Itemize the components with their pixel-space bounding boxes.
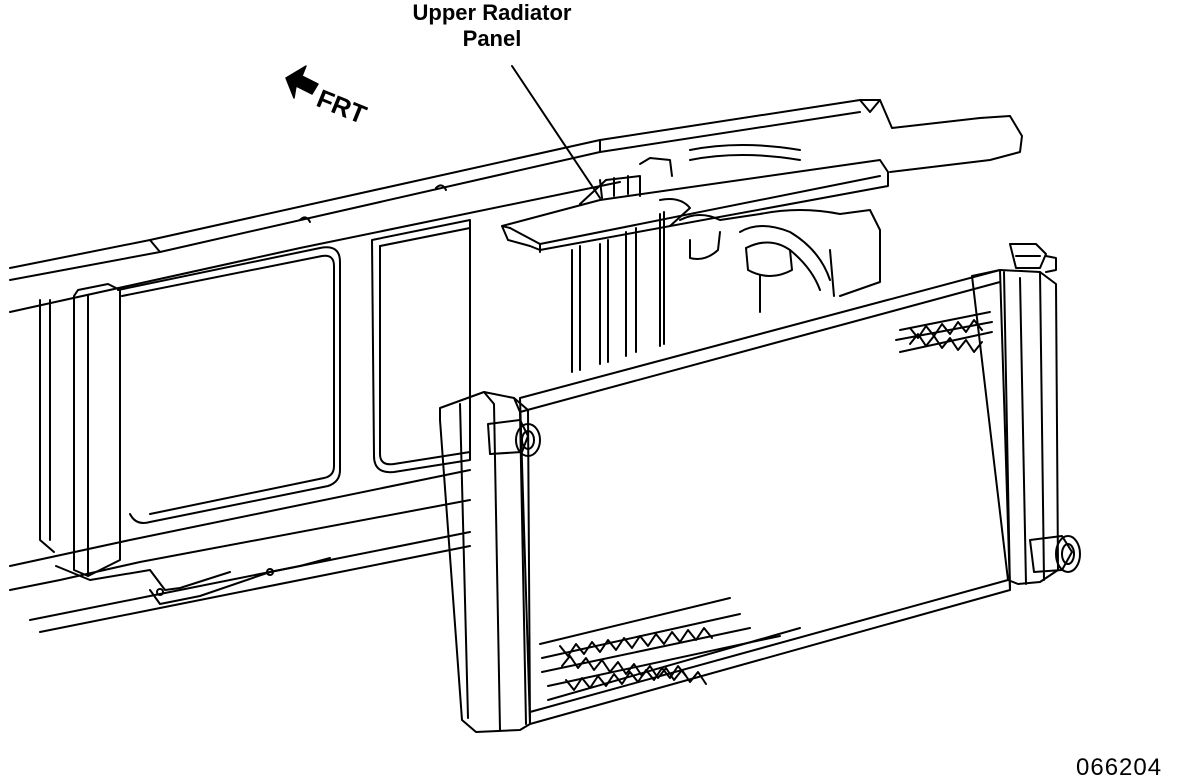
- radiator-core: [439, 243, 1081, 733]
- callout-line-2: Panel: [462, 26, 522, 51]
- figure-number: 066204: [1076, 754, 1163, 781]
- arrow-icon: [285, 65, 319, 99]
- upper-radiator-panel: [501, 159, 889, 253]
- radiator-support-frame: [9, 99, 1023, 633]
- callout-line-1: Upper Radiator: [412, 0, 572, 25]
- callout-upper-radiator-panel: Upper Radiator Panel: [372, 0, 612, 52]
- callout-leader-line: [511, 65, 601, 199]
